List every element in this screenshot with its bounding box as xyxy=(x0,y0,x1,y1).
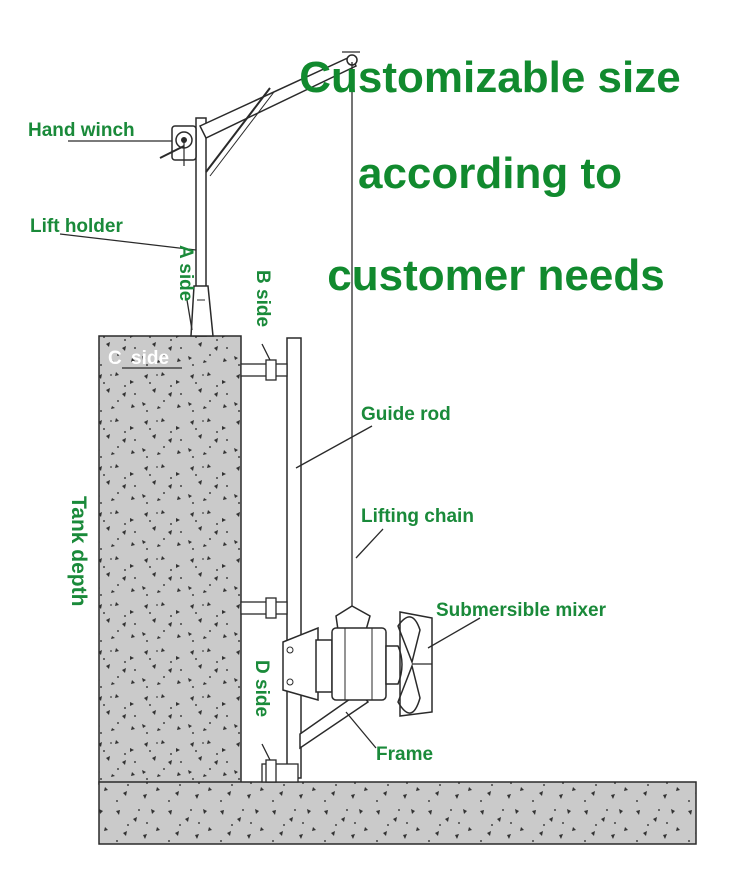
label-frame: Frame xyxy=(376,744,433,765)
hand-winch xyxy=(159,125,197,166)
bracket-bottom xyxy=(261,759,299,783)
bracket-middle xyxy=(240,597,288,619)
label-lifting-chain: Lifting chain xyxy=(361,506,474,527)
label-b-side: B side xyxy=(252,270,273,327)
label-c-side-letter: C xyxy=(108,348,122,369)
label-lift-holder: Lift holder xyxy=(30,216,123,237)
tank-wall xyxy=(98,335,242,785)
label-submersible-mixer: Submersible mixer xyxy=(436,600,607,621)
lift-holder xyxy=(190,51,360,337)
headline-line-3: customer needs xyxy=(327,251,664,300)
label-hand-winch: Hand winch xyxy=(28,120,135,141)
label-tank-depth: Tank depth xyxy=(67,496,90,606)
label-c-side-word: side xyxy=(131,348,169,369)
headline-line-1: Customizable size xyxy=(299,53,680,102)
label-a-side: A side xyxy=(175,245,196,301)
label-guide-rod: Guide rod xyxy=(361,404,451,425)
label-d-side: D side xyxy=(251,660,272,717)
leader-lines xyxy=(59,140,481,761)
submersible-mixer xyxy=(315,605,433,717)
tank-floor xyxy=(98,781,697,845)
bracket-top xyxy=(240,359,288,381)
guide-rod xyxy=(286,337,302,779)
headline-line-2: according to xyxy=(358,149,622,198)
